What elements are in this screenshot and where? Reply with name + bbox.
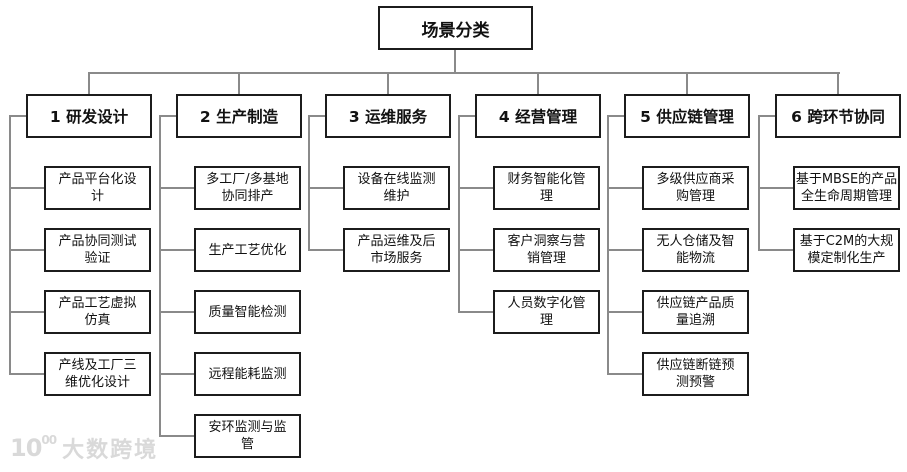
scenario-box-4-1-label: 财务智能化管 理 bbox=[507, 172, 586, 204]
scenario-box-6-1-label: 基于MBSE的产品 全生命周期管理 bbox=[795, 172, 898, 204]
category-box-1-label: 1 研发设计 bbox=[49, 108, 129, 126]
scenario-box-2-1: 多工厂/多基地 协同排产 bbox=[194, 166, 301, 210]
scenario-box-6-1: 基于MBSE的产品 全生命周期管理 bbox=[793, 166, 900, 210]
connector-child-stub-1-1 bbox=[9, 187, 44, 189]
category-box-2: 2 生产制造 bbox=[176, 94, 302, 138]
connector-column-4 bbox=[458, 115, 460, 313]
scenario-box-5-3: 供应链产品质 量追溯 bbox=[642, 290, 749, 334]
connector-child-stub-5-2 bbox=[607, 249, 642, 251]
connector-child-stub-2-4 bbox=[159, 373, 194, 375]
scenario-box-5-1-label: 多级供应商采 购管理 bbox=[656, 172, 735, 204]
connector-child-stub-6-1 bbox=[758, 187, 793, 189]
connector-child-stub-3-2 bbox=[308, 249, 343, 251]
connector-child-stub-2-2 bbox=[159, 249, 194, 251]
scenario-box-1-4-label: 产线及工厂三 维优化设计 bbox=[58, 358, 137, 390]
scenario-box-4-3: 人员数字化管 理 bbox=[493, 290, 600, 334]
category-box-3-label: 3 运维服务 bbox=[348, 108, 428, 126]
connector-child-stub-3-1 bbox=[308, 187, 343, 189]
connector-cat-stub-6 bbox=[758, 115, 775, 117]
scenario-box-5-3-label: 供应链产品质 量追溯 bbox=[656, 296, 735, 328]
scenario-box-2-3: 质量智能检测 bbox=[194, 290, 301, 334]
scenario-box-1-3: 产品工艺虚拟 仿真 bbox=[44, 290, 151, 334]
scenario-box-2-2: 生产工艺优化 bbox=[194, 228, 301, 272]
scenario-box-1-1: 产品平台化设 计 bbox=[44, 166, 151, 210]
scenario-box-3-2-label: 产品运维及后 市场服务 bbox=[357, 234, 436, 266]
title-label: 场景分类 bbox=[421, 20, 490, 41]
scenario-box-2-5-label: 安环监测与监 管 bbox=[208, 420, 287, 452]
scenario-box-6-2-label: 基于C2M的大规 模定制化生产 bbox=[799, 234, 894, 266]
connector-cat-stub-5 bbox=[607, 115, 624, 117]
connector-column-5 bbox=[607, 115, 609, 375]
connector-drop-1 bbox=[88, 72, 90, 94]
scenario-box-1-1-label: 产品平台化设 计 bbox=[58, 172, 137, 204]
connector-cat-stub-4 bbox=[458, 115, 475, 117]
watermark-logo-sup: 00 bbox=[41, 433, 57, 447]
connector-child-stub-2-3 bbox=[159, 311, 194, 313]
connector-child-stub-6-2 bbox=[758, 249, 793, 251]
scenario-box-3-2: 产品运维及后 市场服务 bbox=[343, 228, 450, 272]
connector-drop-2 bbox=[238, 72, 240, 94]
category-box-3: 3 运维服务 bbox=[325, 94, 451, 138]
scenario-box-5-4: 供应链断链预 测预警 bbox=[642, 352, 749, 396]
category-box-4-label: 4 经营管理 bbox=[498, 108, 578, 126]
category-box-6-label: 6 跨环节协同 bbox=[791, 108, 885, 126]
scenario-box-2-1-label: 多工厂/多基地 协同排产 bbox=[206, 172, 289, 204]
scenario-box-6-2: 基于C2M的大规 模定制化生产 bbox=[793, 228, 900, 272]
category-box-6: 6 跨环节协同 bbox=[775, 94, 901, 138]
connector-child-stub-1-4 bbox=[9, 373, 44, 375]
category-box-5: 5 供应链管理 bbox=[624, 94, 750, 138]
scenario-box-4-1: 财务智能化管 理 bbox=[493, 166, 600, 210]
watermark-logo-base: 10 bbox=[10, 434, 42, 462]
connector-drop-3 bbox=[387, 72, 389, 94]
connector-drop-4 bbox=[537, 72, 539, 94]
connector-column-2 bbox=[159, 115, 161, 437]
scenario-box-2-4: 远程能耗监测 bbox=[194, 352, 301, 396]
connector-child-stub-2-5 bbox=[159, 435, 194, 437]
title-box: 场景分类 bbox=[378, 6, 533, 50]
scenario-box-1-2-label: 产品协同测试 验证 bbox=[58, 234, 137, 266]
scenario-box-1-2: 产品协同测试 验证 bbox=[44, 228, 151, 272]
connector-cat-stub-3 bbox=[308, 115, 325, 117]
scenario-box-4-2-label: 客户洞察与营 销管理 bbox=[507, 234, 586, 266]
scenario-box-5-1: 多级供应商采 购管理 bbox=[642, 166, 749, 210]
connector-child-stub-4-2 bbox=[458, 249, 493, 251]
connector-child-stub-1-2 bbox=[9, 249, 44, 251]
scenario-box-3-1: 设备在线监测 维护 bbox=[343, 166, 450, 210]
scenario-box-2-2-label: 生产工艺优化 bbox=[208, 242, 287, 258]
scenario-box-5-4-label: 供应链断链预 测预警 bbox=[656, 358, 735, 390]
connector-column-6 bbox=[758, 115, 760, 251]
connector-drop-5 bbox=[686, 72, 688, 94]
connector-column-1 bbox=[9, 115, 11, 375]
connector-title-stem bbox=[454, 50, 456, 72]
scenario-box-2-5: 安环监测与监 管 bbox=[194, 414, 301, 458]
connector-child-stub-1-3 bbox=[9, 311, 44, 313]
watermark-text: 大数跨境 bbox=[62, 438, 159, 463]
scenario-box-2-4-label: 远程能耗监测 bbox=[208, 366, 287, 382]
scenario-box-2-3-label: 质量智能检测 bbox=[208, 304, 287, 320]
category-box-1: 1 研发设计 bbox=[26, 94, 152, 138]
category-box-4: 4 经营管理 bbox=[475, 94, 601, 138]
scenario-box-4-2: 客户洞察与营 销管理 bbox=[493, 228, 600, 272]
connector-child-stub-4-1 bbox=[458, 187, 493, 189]
connector-column-3 bbox=[308, 115, 310, 251]
connector-child-stub-5-4 bbox=[607, 373, 642, 375]
scenario-box-1-3-label: 产品工艺虚拟 仿真 bbox=[58, 296, 137, 328]
category-box-2-label: 2 生产制造 bbox=[199, 108, 279, 126]
connector-drop-6 bbox=[837, 72, 839, 94]
scenario-box-4-3-label: 人员数字化管 理 bbox=[507, 296, 586, 328]
category-box-5-label: 5 供应链管理 bbox=[640, 108, 734, 126]
connector-child-stub-4-3 bbox=[458, 311, 493, 313]
scenario-box-1-4: 产线及工厂三 维优化设计 bbox=[44, 352, 151, 396]
scenario-box-3-1-label: 设备在线监测 维护 bbox=[357, 172, 436, 204]
connector-child-stub-5-3 bbox=[607, 311, 642, 313]
connector-child-stub-5-1 bbox=[607, 187, 642, 189]
connector-bus bbox=[89, 72, 840, 74]
scenario-box-5-2-label: 无人仓储及智 能物流 bbox=[656, 234, 735, 266]
scenario-box-5-2: 无人仓储及智 能物流 bbox=[642, 228, 749, 272]
connector-cat-stub-2 bbox=[159, 115, 176, 117]
connector-cat-stub-1 bbox=[9, 115, 26, 117]
connector-child-stub-2-1 bbox=[159, 187, 194, 189]
